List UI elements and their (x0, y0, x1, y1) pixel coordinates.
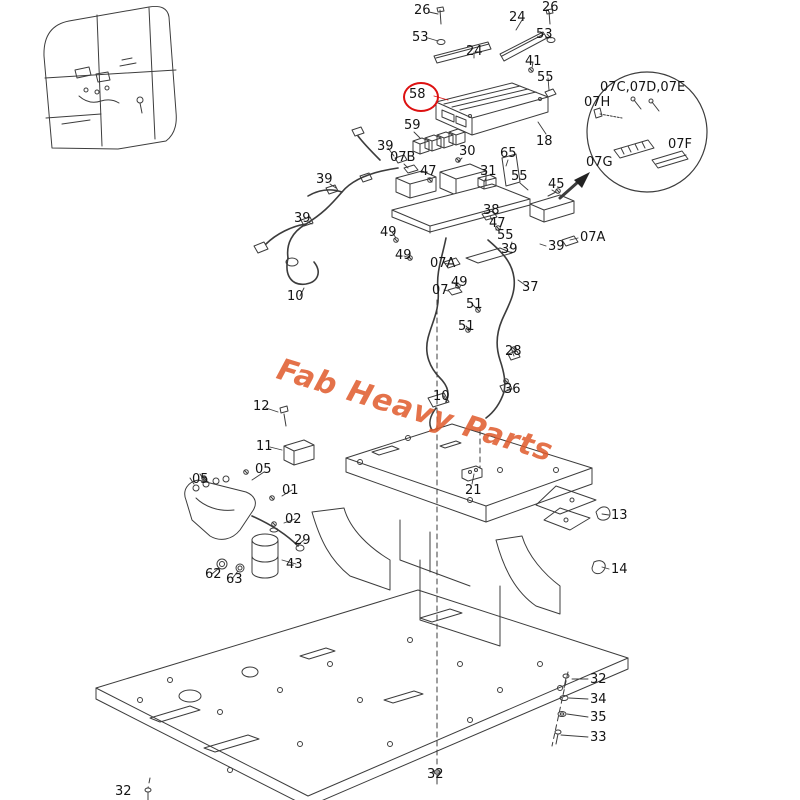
part-label-07b-14: 07B (390, 150, 416, 165)
upper-frame (311, 423, 597, 615)
part-label-62-46: 62 (205, 567, 222, 582)
part-label-33-55: 33 (590, 730, 607, 745)
part-label-26-0: 26 (414, 3, 431, 18)
part-label-32-52: 32 (590, 672, 607, 687)
part-label-07g-61: 07G (586, 155, 613, 170)
part-label-32-57: 32 (115, 784, 132, 799)
part-label-36-38: 36 (504, 382, 521, 397)
part-label-31-16: 31 (480, 164, 497, 179)
part-label-01-43: 01 (282, 483, 299, 498)
part-label-65-12: 65 (500, 146, 517, 161)
part-label-21-49: 21 (465, 483, 482, 498)
part-label-47-15: 47 (420, 164, 437, 179)
part-label-35-54: 35 (590, 710, 607, 725)
part-label-55-24: 55 (497, 228, 514, 243)
part-label-49-23: 49 (380, 225, 397, 240)
relay-bank (412, 128, 466, 155)
part-label-24-3: 24 (509, 10, 526, 25)
cab-illustration (43, 6, 177, 150)
wire-harness-left-clamps (253, 126, 373, 267)
part-label-43-48: 43 (286, 557, 303, 572)
part-label-18-10: 18 (536, 134, 553, 149)
part-label-39-22: 39 (294, 211, 311, 226)
part-label-55-17: 55 (511, 169, 528, 184)
part-label-49-28: 49 (395, 248, 412, 263)
part-label-63-47: 63 (226, 572, 243, 587)
controller-unit (435, 82, 549, 136)
leader-lines (203, 9, 610, 773)
part-label-39-26: 39 (548, 239, 565, 254)
part-label-41-6: 41 (525, 54, 542, 69)
part-label-55-7: 55 (537, 70, 554, 85)
part-label-10-36: 10 (287, 289, 304, 304)
part-label-51-32: 51 (466, 297, 483, 312)
detail-circle (558, 71, 708, 200)
part-label-11-40: 11 (256, 439, 273, 454)
clip-fasteners (591, 506, 611, 575)
part-label-24-2: 24 (466, 44, 483, 59)
part-label-07h-59: 07H (584, 95, 611, 110)
wire-harness-right (485, 239, 516, 419)
part-label-47-21: 47 (489, 216, 506, 231)
wire-harness-center-connector (427, 392, 450, 408)
part-label-49-31: 49 (451, 275, 468, 290)
part-label-39-25: 39 (501, 242, 518, 257)
dashed-centerlines (147, 299, 569, 789)
part-label-39-13: 39 (377, 139, 394, 154)
part-label-51-34: 51 (458, 319, 475, 334)
part-label-07a-29: 07A (430, 256, 456, 271)
lower-frame (95, 559, 629, 800)
part-label-28-35: 28 (505, 344, 522, 359)
part-label-32-56: 32 (427, 767, 444, 782)
part-label-30-11: 30 (459, 144, 476, 159)
part-label-53-1: 53 (412, 30, 429, 45)
part-label-05-41: 05 (255, 462, 272, 477)
part-label-12-39: 12 (253, 399, 270, 414)
part-label-14-51: 14 (611, 562, 628, 577)
part-label-07f-60: 07F (668, 137, 693, 152)
part-label-13-50: 13 (611, 508, 628, 523)
part-label-59-9: 59 (404, 118, 421, 133)
part-label-07-30: 07 (432, 283, 449, 298)
part-label-37-33: 37 (522, 280, 539, 295)
part-label-05-42: 05 (192, 472, 209, 487)
part-label-58-8: 58 (409, 87, 426, 102)
part-label-07a-27: 07A (580, 230, 606, 245)
part-label-07c-07d-07e-58: 07C,07D,07E (600, 80, 686, 95)
part-label-53-5: 53 (536, 27, 553, 42)
part-label-38-20: 38 (483, 203, 500, 218)
part-label-39-19: 39 (316, 172, 333, 187)
mounting-bars (433, 6, 557, 98)
bottom-right-fasteners (554, 673, 570, 745)
highlight-circle (403, 82, 439, 112)
part-label-26-4: 26 (542, 0, 559, 15)
pump-assembly (184, 405, 315, 579)
part-label-10-37: 10 (433, 389, 450, 404)
part-label-02-44: 02 (285, 512, 302, 527)
wire-harness-center (425, 237, 449, 431)
wire-harness-left (265, 135, 399, 285)
part-label-34-53: 34 (590, 692, 607, 707)
relay-assembly (391, 153, 579, 333)
part-label-45-18: 45 (548, 177, 565, 192)
part-label-29-45: 29 (294, 533, 311, 548)
